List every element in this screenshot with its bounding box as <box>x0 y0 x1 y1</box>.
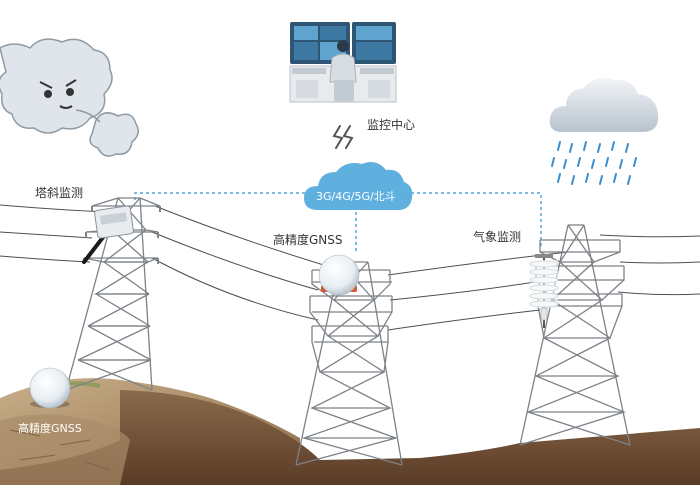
wind-cloud-icon <box>0 38 139 157</box>
network-cloud-icon <box>304 162 413 210</box>
ground <box>0 378 700 485</box>
network-label: 3G/4G/5G/北斗 <box>316 190 396 203</box>
gnss-tower-label: 高精度GNSS <box>273 233 343 247</box>
tilt-sensor-icon <box>82 205 134 264</box>
power-lines <box>0 204 700 331</box>
weather-station-icon <box>529 254 559 328</box>
tilt-monitoring-label: 塔斜监测 <box>35 186 84 200</box>
weather-monitoring-label: 气象监测 <box>473 230 522 244</box>
monitoring-center-label: 监控中心 <box>367 118 416 132</box>
gnss-dome-icon <box>318 254 360 296</box>
signal-icon <box>332 125 354 149</box>
operator-icon <box>289 22 397 103</box>
rain-cloud-icon <box>549 78 659 185</box>
gnss-ground-label: 高精度GNSS <box>18 422 82 435</box>
tower-middle <box>295 261 403 466</box>
gnss-dome-icon <box>29 367 71 409</box>
